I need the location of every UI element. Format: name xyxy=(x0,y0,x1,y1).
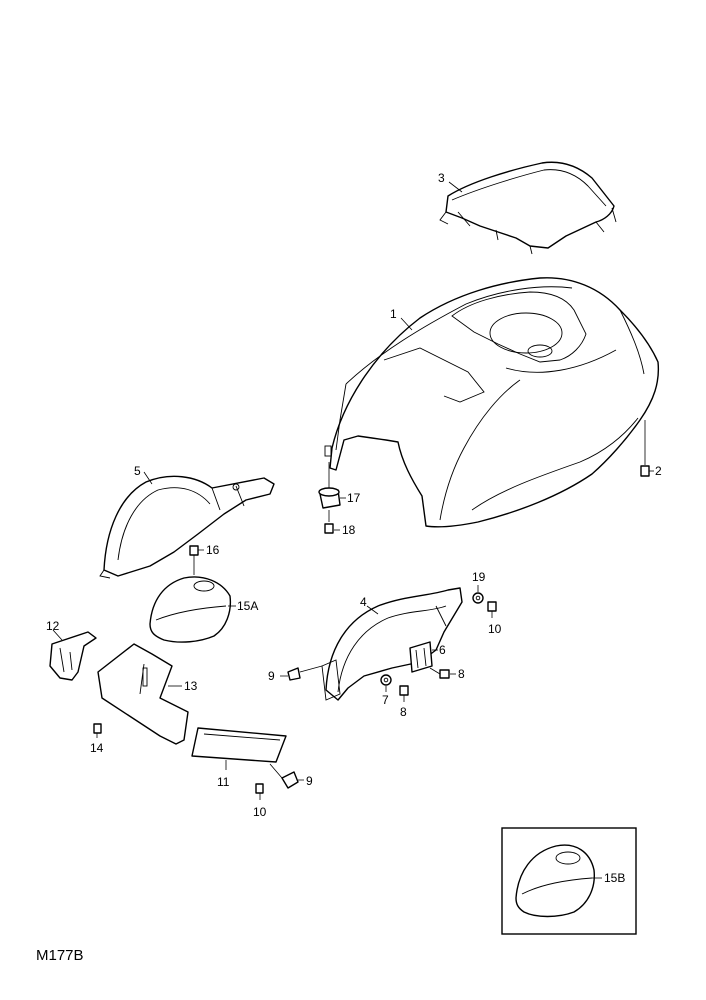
leader-1 xyxy=(400,317,413,331)
part-10-screw-upper xyxy=(487,601,497,618)
callout-3: 3 xyxy=(438,171,445,185)
leader-12 xyxy=(52,629,63,641)
callout-4: 4 xyxy=(360,595,367,609)
callout-18: 18 xyxy=(342,523,356,537)
inset-15b: 15B xyxy=(501,827,637,935)
part-1-hood xyxy=(324,277,660,528)
document-code: M177B xyxy=(36,947,84,964)
part-10-screw-lower xyxy=(255,783,264,800)
leader-3 xyxy=(448,181,463,193)
callout-1: 1 xyxy=(390,307,397,321)
part-9-clip-lower xyxy=(269,763,304,789)
callout-9-lower: 9 xyxy=(306,774,313,788)
part-9-clip-upper xyxy=(280,665,323,681)
callout-15a: 15A xyxy=(237,599,258,613)
part-5-front-mudguard xyxy=(99,475,275,579)
part-7-washer xyxy=(380,674,392,692)
callout-8-right: 8 xyxy=(458,667,465,681)
callout-11: 11 xyxy=(217,775,230,789)
callout-16: 16 xyxy=(206,543,220,557)
leader-5 xyxy=(143,471,153,485)
part-13-front-panel xyxy=(97,643,189,745)
callout-5: 5 xyxy=(134,464,141,478)
part-2-screw xyxy=(640,420,654,477)
callout-7: 7 xyxy=(382,693,389,707)
callout-8-lower: 8 xyxy=(400,705,407,719)
callout-10-upper: 10 xyxy=(488,622,502,636)
leader-4 xyxy=(366,605,379,615)
callout-17: 17 xyxy=(347,491,361,505)
part-6-bracket xyxy=(409,641,438,673)
part-19-washer xyxy=(472,585,484,604)
callout-12: 12 xyxy=(46,619,60,633)
callout-13: 13 xyxy=(184,679,198,693)
part-11-panel xyxy=(191,727,287,770)
callout-10-lower: 10 xyxy=(253,805,267,819)
callout-2: 2 xyxy=(655,464,662,478)
part-12-bracket xyxy=(49,631,97,681)
callout-14: 14 xyxy=(90,741,104,755)
callout-19: 19 xyxy=(472,570,486,584)
part-15a-tank-cover xyxy=(149,576,236,643)
part-17-buffer xyxy=(318,462,346,509)
part-3-seat-cover xyxy=(439,161,617,255)
callout-15b: 15B xyxy=(604,871,625,885)
callout-9-upper: 9 xyxy=(268,669,275,683)
part-18-screw xyxy=(324,510,340,534)
part-16-screw xyxy=(189,545,204,575)
part-14-screw xyxy=(93,723,102,738)
part-8-screw-right xyxy=(429,667,456,679)
part-8-screw-lower xyxy=(399,685,409,702)
callout-6: 6 xyxy=(439,643,446,657)
